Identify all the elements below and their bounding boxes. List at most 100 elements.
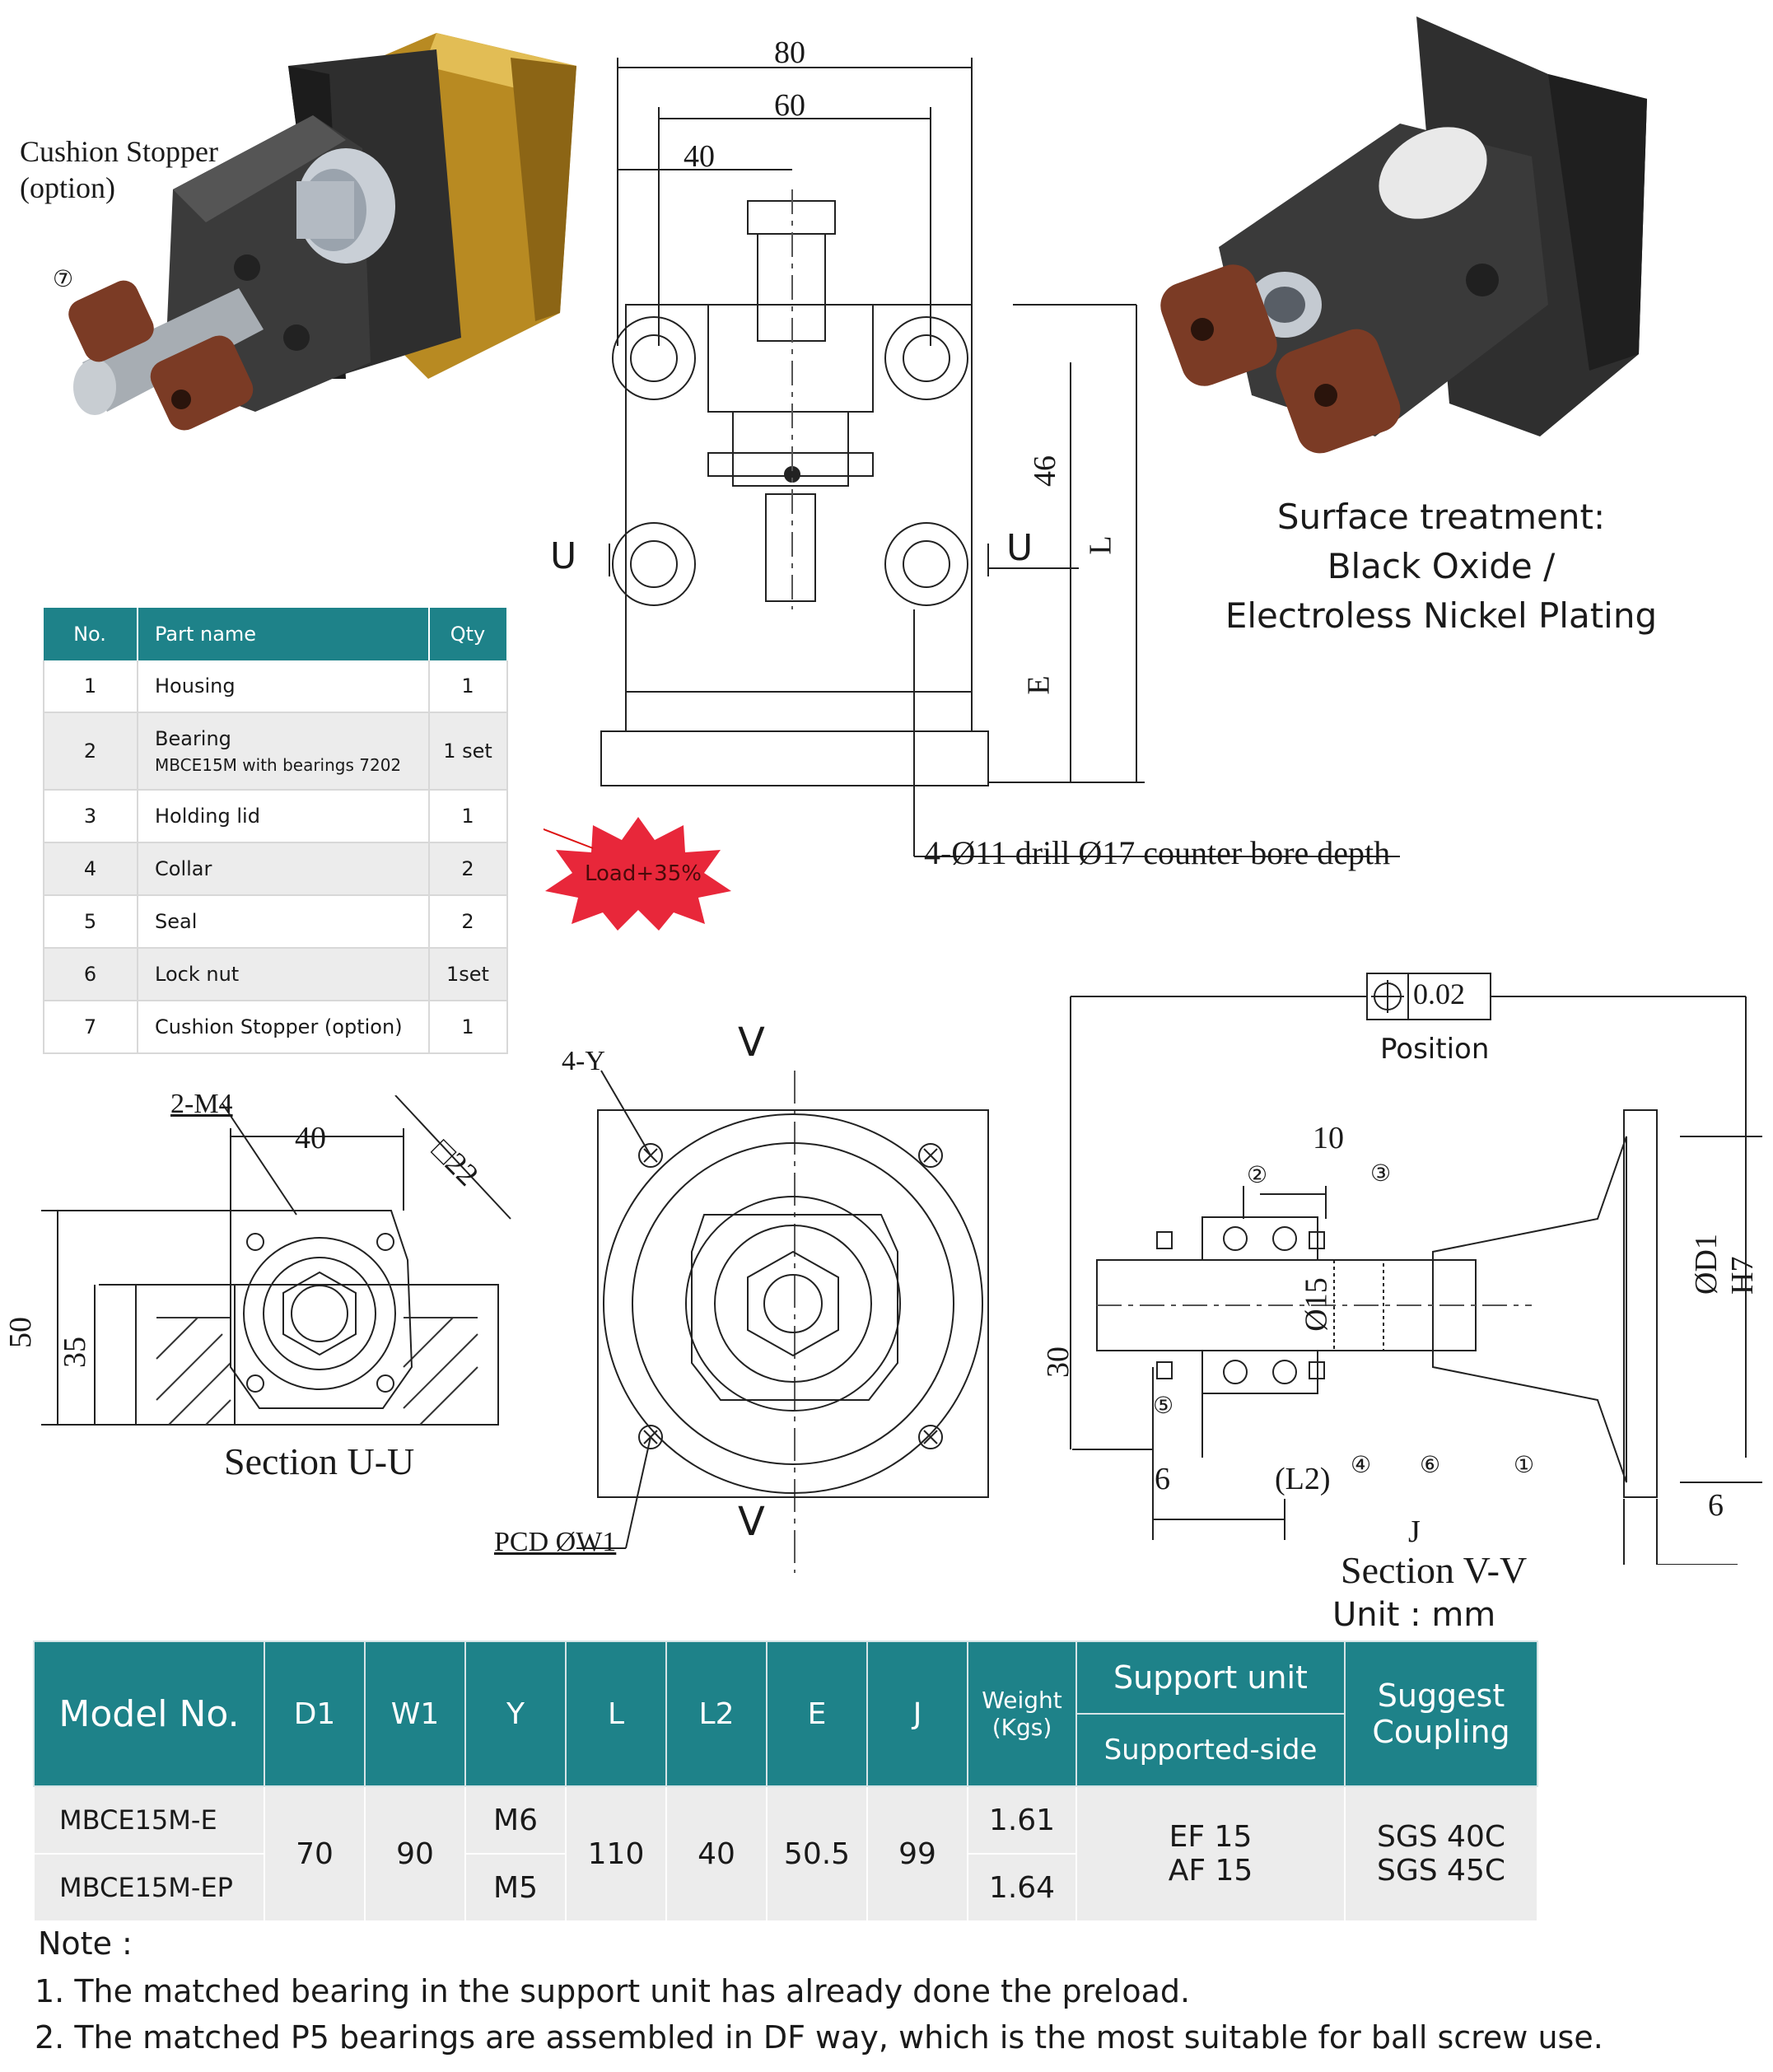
part-qty: 1 set [429,712,508,791]
part-qty: 2 [429,895,508,949]
value-weight: 1.64 [967,1853,1077,1922]
part-qty: 1 [429,790,508,843]
model-no: MBCE15M-E [33,1785,265,1855]
surface-treatment: Surface treatment: Black Oxide / Electro… [1211,492,1672,641]
position-tolerance: 0.02 [1413,978,1465,1010]
value-l: 110 [565,1785,667,1922]
part-name: Cushion Stopper (option) [138,1001,430,1054]
value-j: 99 [866,1785,968,1922]
part-name: Holding lid [138,790,430,843]
drill-note: 4-Ø11 drill Ø17 counter bore depth [924,834,1391,871]
callout-4: ④ [1351,1451,1372,1478]
section-mark-v-bottom: V [738,1499,765,1545]
side-view-4y: 4-Y [562,1046,605,1076]
part-qty: 1 [429,660,508,713]
part-subname: MBCE15M with bearings 7202 [155,755,402,775]
part-name: Bearing [155,727,231,750]
part-name: Housing [138,660,430,713]
value-weight: 1.61 [967,1785,1077,1855]
support-1: EF 15 [1169,1820,1253,1854]
section-uu-drawing [41,1095,511,1426]
part-name: Seal [138,895,430,949]
dim-30: 30 [1041,1346,1075,1378]
part-no: 1 [43,660,138,713]
table-row: 2 Bearing MBCE15M with bearings 7202 1 s… [43,712,508,791]
value-y: M6 [464,1785,567,1855]
note-2: 2. The matched P5 bearings are assembled… [35,2019,1603,2056]
callout-5: ⑤ [1153,1392,1174,1419]
col-d1: D1 [264,1640,366,1787]
table-row: 4 Collar 2 [43,842,508,896]
callout-6: ⑥ [1420,1451,1441,1478]
col-coupling: Suggest Coupling [1344,1640,1538,1787]
dim-L2: (L2) [1275,1462,1331,1496]
part-name: Collar [138,842,430,896]
section-uu-d35: 35 [58,1337,92,1368]
section-vv-drawing [1070,973,1762,1565]
callout-1: ① [1514,1451,1535,1478]
section-mark-u-right: U [1006,527,1033,569]
coupling-1: SGS 40C [1377,1820,1505,1854]
load-badge-text: Load+35% [585,861,702,886]
notes-title: Note : [38,1925,133,1962]
dim-40: 40 [684,139,715,174]
position-label: Position [1380,1033,1490,1066]
part-qty: 2 [429,842,508,896]
table-row: 7 Cushion Stopper (option) 1 [43,1001,508,1054]
value-d1: 70 [264,1785,366,1922]
parts-table: No. Part name Qty 1 Housing 1 2 Bearing … [43,608,508,1054]
col-j: J [866,1640,968,1787]
part-no: 2 [43,712,138,791]
side-view-drawing [576,1070,989,1573]
col-weight-unit: (Kgs) [991,1714,1052,1741]
cushion-stopper-line1: Cushion Stopper [20,135,219,168]
dim-46: 46 [1028,455,1062,487]
col-model: Model No. [33,1640,265,1787]
col-w1: W1 [364,1640,466,1787]
section-mark-u-left: U [550,535,577,577]
value-coupling: SGS 40C SGS 45C [1344,1785,1538,1922]
section-uu-m4: 2-M4 [170,1089,233,1119]
table-row: MBCE15M-E 70 90 M6 110 40 50.5 99 1.61 E… [33,1785,1538,1922]
value-l2: 40 [665,1785,768,1922]
dim-D1-H7: ØD1 H7 [1689,1234,1760,1295]
load-badge [544,817,731,931]
cushion-stopper-label: Cushion Stopper (option) [20,133,218,206]
value-support: EF 15 AF 15 [1075,1785,1346,1922]
dim-6-right: 6 [1708,1488,1724,1523]
table-row: 3 Holding lid 1 [43,790,508,843]
section-uu-d50: 50 [3,1317,38,1348]
value-e: 50.5 [766,1785,868,1922]
table-row: 5 Seal 2 [43,895,508,949]
col-support: Support unit [1075,1640,1346,1715]
part-name: Lock nut [138,948,430,1001]
section-uu-title: Section U-U [224,1440,415,1482]
part-qty: 1 [429,1001,508,1054]
callout-7: ⑦ [53,265,74,292]
cushion-stopper-line2: (option) [20,171,115,204]
col-l: L [565,1640,667,1787]
section-vv-title: Section V-V [1341,1549,1528,1591]
col-e: E [766,1640,868,1787]
col-y: Y [464,1640,567,1787]
parts-col-qty: Qty [429,608,508,660]
value-y: M5 [464,1853,567,1922]
part-no: 3 [43,790,138,843]
coupling-2: SGS 45C [1377,1854,1505,1888]
part-no: 5 [43,895,138,949]
table-row: 1 Housing 1 [43,660,508,713]
note-1: 1. The matched bearing in the support un… [35,1973,1191,2009]
motor-assembly-render [68,33,576,431]
col-weight-label: Weight [982,1687,1062,1714]
callout-2: ② [1247,1161,1268,1188]
parts-col-name: Part name [138,608,430,660]
surface-line1: Surface treatment: [1276,497,1606,537]
parts-col-no: No. [44,608,138,660]
support-2: AF 15 [1168,1854,1253,1888]
part-no: 7 [43,1001,138,1054]
section-uu-d40: 40 [295,1121,326,1155]
front-view-drawing [600,58,1400,857]
part-no: 6 [43,948,138,1001]
table-row: 6 Lock nut 1set [43,948,508,1001]
col-l2: L2 [665,1640,768,1787]
